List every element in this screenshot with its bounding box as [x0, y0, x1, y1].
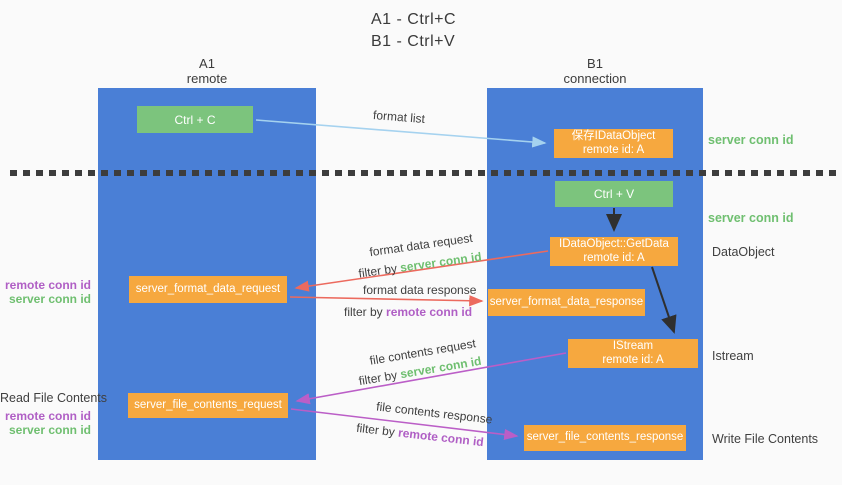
- node-save-idataobject-line1: 保存IDataObject: [571, 130, 656, 142]
- node-format-request-label: server_format_data_request: [135, 282, 281, 295]
- annotation-server-conn-id-top: server conn id: [708, 133, 794, 147]
- node-format-response-label: server_format_data_response: [489, 295, 644, 308]
- node-getdata-line1: IDataObject::GetData: [559, 238, 669, 250]
- annotation-mid-conn-ids: remote conn id server conn id: [0, 278, 91, 306]
- lane-b1-subtitle: connection: [563, 71, 627, 86]
- annotation-remote-conn-id: remote conn id: [4, 278, 91, 292]
- label-filter-by-remote-conn-id-2: filter by remote conn id: [356, 421, 485, 449]
- node-ctrl-c: Ctrl + C: [137, 106, 253, 133]
- node-ctrl-v: Ctrl + V: [555, 181, 673, 207]
- arrow-format-data-response: [289, 295, 484, 307]
- annotation-dataobject: DataObject: [712, 245, 775, 259]
- node-getdata-line2: remote id: A: [583, 251, 645, 264]
- annotation-server-conn-id: server conn id: [8, 292, 91, 306]
- node-server-format-data-request: server_format_data_request: [129, 276, 287, 303]
- node-server-file-contents-response: server_file_contents_response: [524, 425, 686, 451]
- label-format-list: format list: [372, 107, 426, 127]
- remote-conn-id-text: remote conn id: [386, 305, 473, 319]
- filter-by-text: filter by: [357, 261, 398, 281]
- filter-by-text: filter by: [357, 367, 399, 389]
- annotation-remote-conn-id: remote conn id: [4, 409, 91, 423]
- remote-conn-id-text: remote conn id: [397, 425, 485, 450]
- annotation-write-file-contents: Write File Contents: [712, 432, 819, 446]
- node-istream-line2: remote id: A: [602, 353, 664, 366]
- lane-a1-name: A1: [199, 56, 215, 71]
- annotation-bottom-conn-ids: remote conn id server conn id: [0, 409, 91, 437]
- lane-a1-subtitle: remote: [186, 71, 228, 86]
- label-file-contents-response: file contents response: [375, 399, 494, 427]
- lane-b1-name: B1: [587, 56, 603, 71]
- diagram-title: A1 - Ctrl+C B1 - Ctrl+V: [371, 9, 456, 53]
- label-format-data-response: format data response: [363, 283, 477, 297]
- lane-header-a1: A1 remote: [147, 56, 267, 86]
- node-file-response-label: server_file_contents_response: [526, 431, 684, 444]
- node-ctrl-v-label: Ctrl + V: [593, 187, 635, 201]
- node-idataobject-getdata: IDataObject::GetData remote id: A: [550, 237, 678, 266]
- label-filter-by-remote-conn-id-1: filter by remote conn id: [344, 305, 472, 319]
- node-istream: IStream remote id: A: [568, 339, 698, 368]
- node-save-idataobject: 保存IDataObject remote id: A: [554, 129, 673, 158]
- filter-by-text: filter by: [355, 420, 396, 440]
- annotation-server-conn-id-mid: server conn id: [708, 211, 794, 225]
- title-line-a1: A1 - Ctrl+C: [371, 11, 457, 28]
- title-line-b1: B1 - Ctrl+V: [371, 33, 456, 50]
- annotation-istream: Istream: [712, 349, 754, 363]
- lane-header-b1: B1 connection: [535, 56, 655, 86]
- session-divider-dashed-line: [10, 170, 838, 176]
- annotation-server-conn-id: server conn id: [8, 423, 91, 437]
- node-save-idataobject-line2: remote id: A: [582, 143, 645, 156]
- node-ctrl-c-label: Ctrl + C: [174, 112, 216, 127]
- filter-by-text: filter by: [344, 305, 383, 319]
- annotation-read-file-contents: Read File Contents: [0, 391, 108, 405]
- node-server-format-data-response: server_format_data_response: [488, 289, 645, 316]
- node-server-file-contents-request: server_file_contents_request: [128, 393, 288, 418]
- node-file-request-label: server_file_contents_request: [134, 398, 282, 411]
- node-istream-line1: IStream: [612, 340, 654, 352]
